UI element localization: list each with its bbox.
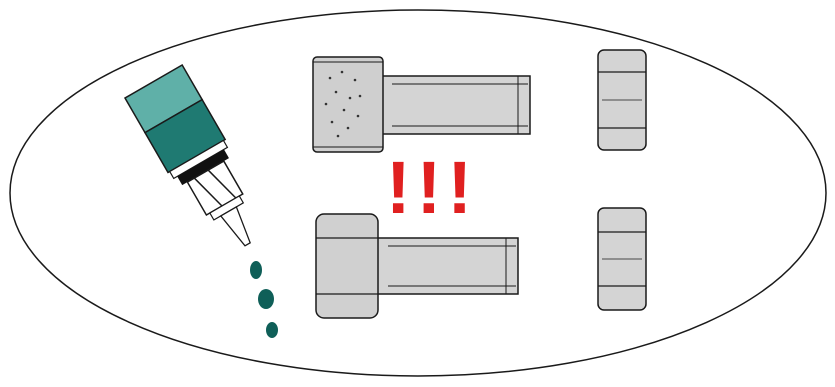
liquid-drop-icon: [250, 261, 262, 279]
liquid-drops: [250, 261, 278, 338]
liquid-drop-icon: [266, 322, 278, 338]
hex-nut-icon: [597, 207, 647, 311]
hex-socket-bolt-icon: [312, 56, 531, 153]
liquid-drop-icon: [258, 289, 274, 309]
group-ellipse: [9, 9, 827, 377]
hex-nut-icon: [597, 49, 647, 151]
hex-bolt-icon: [315, 213, 519, 319]
threadlocker-bottle-icon: [123, 63, 251, 247]
alert-text: !!!: [386, 146, 478, 229]
